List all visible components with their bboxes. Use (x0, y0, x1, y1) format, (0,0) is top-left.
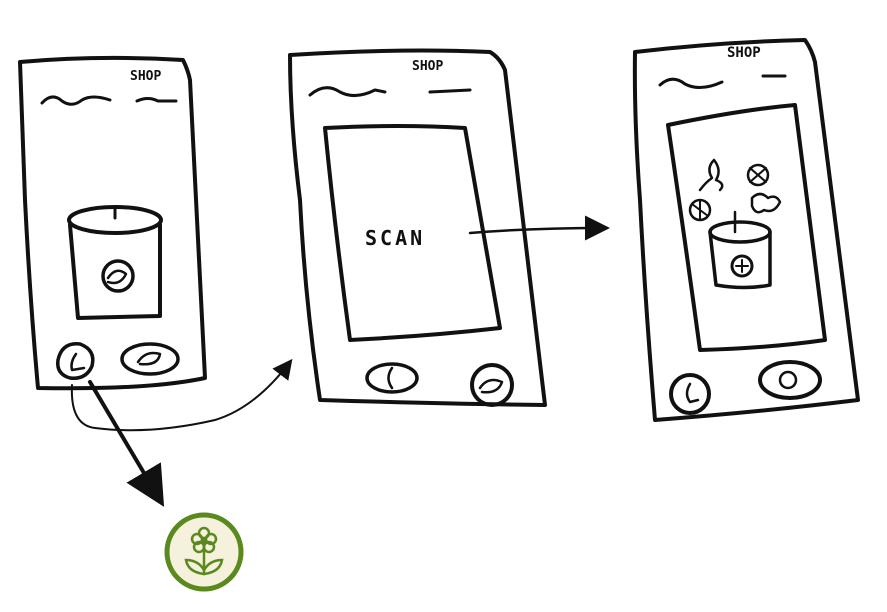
arrow-screen1-to-screen2 (70, 358, 293, 432)
leaf-button[interactable] (669, 373, 711, 415)
camera-button[interactable] (758, 360, 822, 400)
camera-button[interactable] (470, 363, 514, 407)
header-squiggle-right (428, 88, 472, 94)
leaf-icon (387, 366, 394, 390)
screen-3: SHOP (632, 38, 860, 422)
leaf-button[interactable] (56, 342, 95, 380)
scan-label: SCAN (365, 226, 425, 250)
cluster-icon[interactable] (750, 192, 782, 214)
plant-pot-icon[interactable] (67, 205, 163, 320)
leaf-icon[interactable] (698, 158, 724, 192)
camera-viewfinder[interactable] (323, 124, 502, 342)
leaf-button[interactable] (365, 362, 419, 394)
arrow-to-flower-icon (88, 380, 165, 507)
flower-icon[interactable] (746, 163, 770, 187)
screen-1: SHOP (18, 55, 207, 391)
shop-label[interactable]: SHOP (130, 69, 161, 84)
screen-2: SHOP SCAN (288, 48, 547, 407)
arrow-screen2-to-screen3 (468, 215, 610, 241)
phone-frame-1 (18, 55, 207, 391)
header-squiggle-right (135, 97, 178, 103)
header-squiggle-left (308, 86, 387, 97)
camera-button[interactable] (120, 342, 180, 376)
camera-icon (778, 370, 798, 390)
phone-frame-2 (288, 48, 547, 407)
header-squiggle-left (40, 95, 112, 106)
shop-label[interactable]: SHOP (412, 59, 443, 74)
plant-pot-icon[interactable] (708, 220, 772, 290)
camera-icon (478, 378, 504, 394)
camera-icon (136, 351, 162, 366)
leaf-icon (685, 382, 700, 404)
shop-label[interactable]: SHOP (727, 45, 761, 61)
product-view (666, 103, 827, 352)
header-squiggle-left (658, 77, 724, 89)
leaf-icon (70, 352, 86, 372)
phone-frame-3 (632, 38, 860, 422)
flower-plant-icon[interactable] (164, 512, 244, 592)
